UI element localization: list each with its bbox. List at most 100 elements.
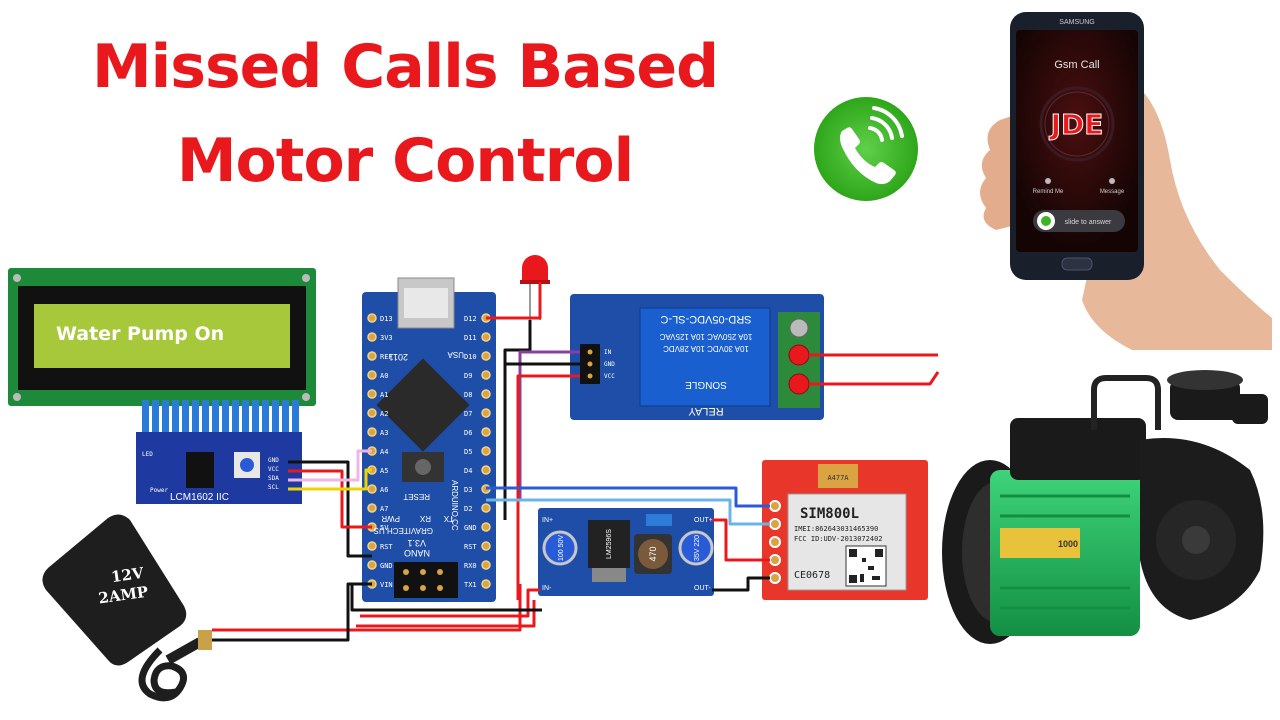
nano-pin-right: D6 <box>464 429 472 437</box>
nano-pin-left: A7 <box>380 505 388 513</box>
lcd-display: Water Pump On LED Power LCM1602 IIC GND … <box>8 268 316 504</box>
nano-pwr-label: PWR <box>381 514 400 523</box>
nano-reset-label: RESET <box>403 492 430 501</box>
home-button[interactable] <box>1061 257 1093 271</box>
wires <box>212 282 940 642</box>
nano-pin-right: D7 <box>464 410 472 418</box>
nano-version-label: V3.1 <box>407 538 426 548</box>
message-icon <box>1109 178 1115 184</box>
sim-fccid: FCC ID:UDV-2013072402 <box>794 535 883 543</box>
message-label[interactable]: Message <box>1100 189 1125 195</box>
remind-icon <box>1045 178 1051 184</box>
relay-pin-in: IN <box>604 349 612 356</box>
buck-in-plus: IN+ <box>542 517 553 524</box>
nano-pin-left: VIN <box>380 581 393 589</box>
relay-module: SRD-05VDC-SL-C 10A 250VAC 10A 125VAC 10A… <box>570 294 824 420</box>
nano-pin-left: A5 <box>380 467 388 475</box>
relay-rating-1: 10A 250VAC 10A 125VAC <box>659 332 752 341</box>
nano-pin-right: GND <box>464 524 477 532</box>
buck-converter: 100 50V LM2596S 470 35V 220 IN+ IN- OUT+… <box>538 508 714 596</box>
lcd-pin-vcc: VCC <box>268 466 279 473</box>
crystal <box>818 464 858 488</box>
relay-pin-vcc: VCC <box>604 373 615 380</box>
nano-usa-label: USA <box>447 350 464 359</box>
lcd-pin-sda: SDA <box>268 475 279 482</box>
nano-pin-left: A2 <box>380 410 388 418</box>
nano-pin-right: D2 <box>464 505 472 513</box>
nano-pin-right: D5 <box>464 448 472 456</box>
pump-terminal-box <box>1010 418 1146 480</box>
nano-maker-label: GRAVITECH.US <box>374 526 433 535</box>
nano-pin-right: D9 <box>464 372 472 380</box>
lcd-pin-scl: SCL <box>268 484 279 491</box>
nano-pin-right: TX1 <box>464 581 477 589</box>
pump-badge: 1000 <box>1058 539 1078 549</box>
pump-label-plate <box>1000 528 1080 558</box>
relay-label: RELAY <box>688 405 724 417</box>
lcd-text: Water Pump On <box>56 323 224 345</box>
power-adapter-12v: 12V 2AMP <box>42 514 212 702</box>
nano-pin-right: D11 <box>464 334 477 342</box>
nano-pin-left: 3V3 <box>380 334 393 342</box>
buck-cap-left: 100 50V <box>558 535 565 561</box>
sim-imei: IMEI:862643031465390 <box>794 525 878 533</box>
relay-brand: SONGLE <box>685 379 727 390</box>
nano-rx-label: RX <box>419 514 431 523</box>
call-app-title: Gsm Call <box>1054 59 1099 71</box>
phone-brand: SAMSUNG <box>1059 19 1094 26</box>
nano-pin-right: RST <box>464 543 477 551</box>
smartphone: SAMSUNG Gsm Call JDE Remind Me Message s… <box>980 12 1272 350</box>
slide-to-answer-label: slide to answer <box>1065 219 1112 226</box>
reset-button[interactable] <box>415 459 431 475</box>
nano-pin-right: D12 <box>464 315 477 323</box>
sim-ce: CE0678 <box>794 570 830 581</box>
nano-pin-right: D10 <box>464 353 477 361</box>
nano-tx-label: TX <box>443 514 454 523</box>
caller-name: JDE <box>1049 108 1104 141</box>
nano-pin-left: 5V <box>380 524 389 532</box>
title-line-1: Missed Calls Based <box>91 32 719 102</box>
buck-cap-right: 35V 220 <box>694 535 701 561</box>
buck-in-minus: IN- <box>542 585 552 592</box>
nano-year-label: 2011 <box>389 352 408 362</box>
lcd-pin-gnd: GND <box>268 457 279 464</box>
nano-pin-left: A3 <box>380 429 388 437</box>
nano-pin-right: D3 <box>464 486 472 494</box>
buck-out-minus: OUT- <box>694 585 711 592</box>
arduino-nano: D13 3V3 REF A0 A1 A2 A3 A4 A5 A6 A7 5V R… <box>362 277 496 602</box>
nano-model-label: NANO <box>404 548 430 558</box>
nano-pin-left: A4 <box>380 448 388 456</box>
nano-pin-right: D4 <box>464 467 472 475</box>
lcd-led-label: LED <box>142 451 153 458</box>
lcd-module-label: LCM1602 IIC <box>170 492 229 503</box>
nano-pin-left: REF <box>380 353 393 361</box>
remind-me-label[interactable]: Remind Me <box>1033 189 1064 195</box>
relay-pin-gnd: GND <box>604 361 615 368</box>
red-led <box>520 255 550 320</box>
sim-model: SIM800L <box>800 506 859 522</box>
adapter-voltage: 12V <box>110 564 145 586</box>
phone-call-icon <box>814 97 918 201</box>
pump-handle <box>1091 375 1161 430</box>
relay-model: SRD-05VDC-SL-C <box>660 313 751 325</box>
sim800l-module: A477A SIM800L IMEI:862643031465390 FCC I… <box>762 460 928 600</box>
buck-out-plus: OUT+ <box>694 517 713 524</box>
nano-pin-left: A6 <box>380 486 388 494</box>
nano-pin-left: A0 <box>380 372 388 380</box>
microcontroller-chip <box>376 358 470 452</box>
relay-rating-2: 10A 30VDC 10A 28VDC <box>663 344 749 353</box>
nano-pin-left: RST <box>380 543 393 551</box>
title-line-2: Motor Control <box>176 126 634 196</box>
buck-chip: LM2596S <box>606 529 613 559</box>
buck-inductor: 470 <box>648 546 658 561</box>
nano-pin-right: RX0 <box>464 562 477 570</box>
slide-to-answer-track[interactable] <box>1033 210 1125 232</box>
answer-phone-icon <box>1041 216 1051 226</box>
crystal-label: A477A <box>827 474 849 482</box>
lcd-power-label: Power <box>150 487 168 494</box>
nano-brand-label: ARDUINO.CC <box>450 480 459 531</box>
nano-pin-left: GND <box>380 562 393 570</box>
nano-pin-left: D13 <box>380 315 393 323</box>
nano-pin-right: D8 <box>464 391 472 399</box>
